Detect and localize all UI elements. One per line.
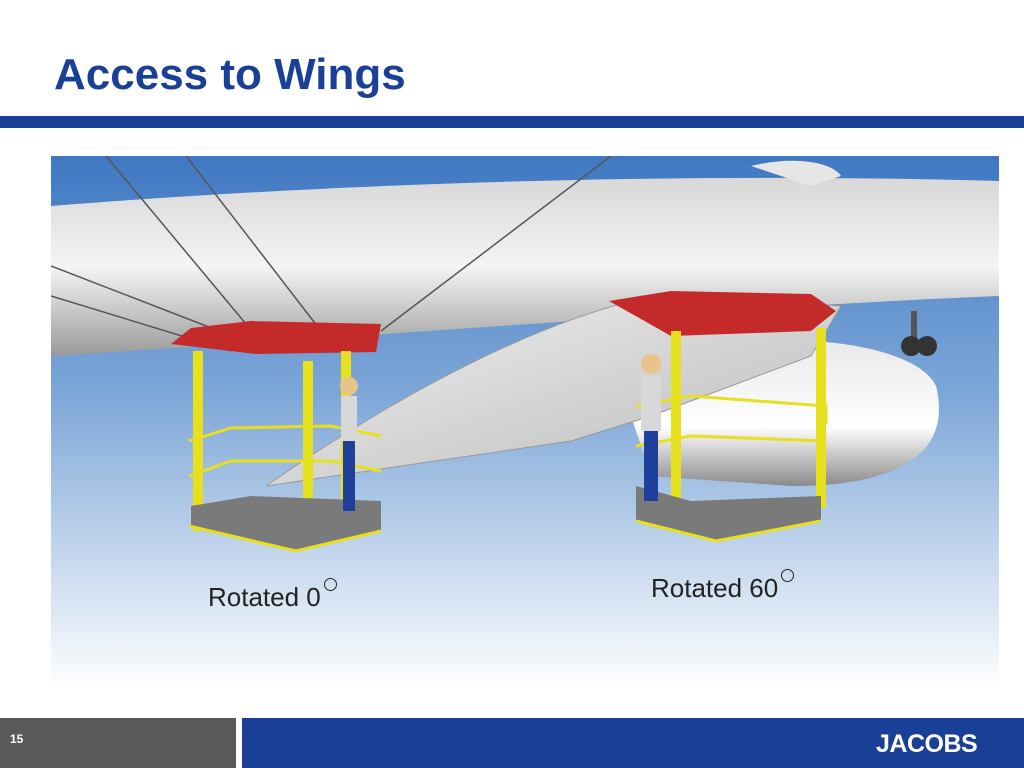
caption-left-text: Rotated 0 <box>208 582 321 612</box>
caption-right-text: Rotated 60 <box>651 573 779 603</box>
title-rule <box>0 116 1024 128</box>
tail-fin <box>751 160 841 186</box>
wing-access-illustration: Rotated 0 Rotated 60 <box>51 156 999 689</box>
support-cables <box>51 156 612 352</box>
slide-title: Access to Wings <box>54 50 406 99</box>
footer-right-block <box>242 718 1024 768</box>
degree-icon <box>323 578 337 591</box>
jacobs-logo: JACOBS <box>876 730 978 758</box>
landing-gear <box>901 311 937 356</box>
caption-rotated-60: Rotated 60 <box>651 569 795 604</box>
footer-left-block <box>0 718 236 768</box>
worker-right <box>641 354 661 501</box>
fuselage <box>51 177 999 356</box>
caption-rotated-0: Rotated 0 <box>208 578 337 613</box>
page-number: 15 <box>10 732 24 746</box>
degree-icon <box>781 569 795 582</box>
worker-left <box>340 377 358 511</box>
footer-divider <box>236 718 242 768</box>
